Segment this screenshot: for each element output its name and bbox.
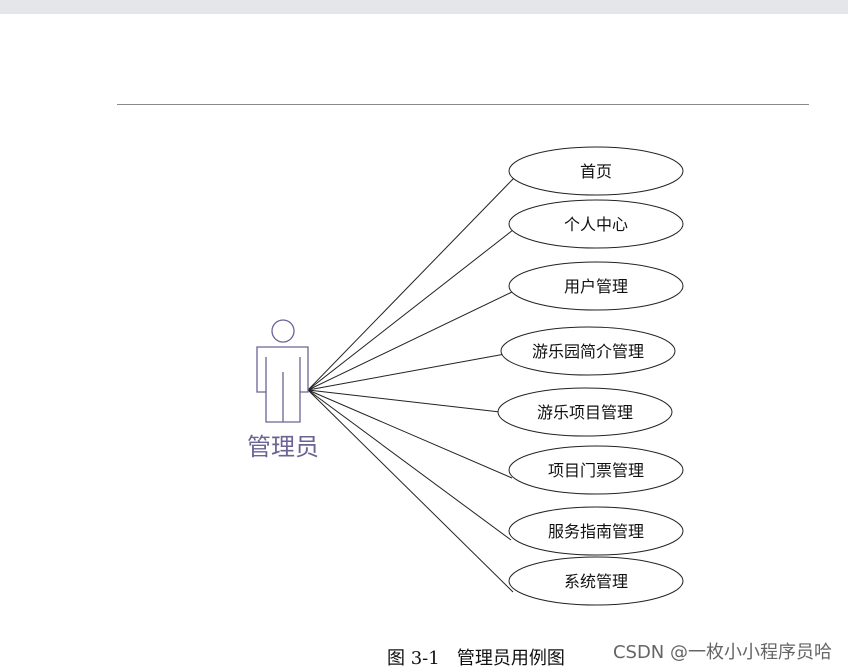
- use-case-service-guide-management: [508, 506, 684, 556]
- csdn-watermark: CSDN @一枚小小程序员哈: [612, 642, 832, 663]
- association-line: [307, 177, 515, 391]
- actor-figure: [256, 319, 309, 423]
- use-case-ticket-management: [508, 445, 684, 495]
- use-case-ellipses: [497, 146, 684, 606]
- association-line: [307, 389, 514, 593]
- association-line: [307, 389, 501, 413]
- use-case-label: 个人中心: [564, 215, 628, 234]
- use-case-label: 用户管理: [564, 277, 628, 296]
- use-case-label: 游乐园简介管理: [532, 342, 644, 361]
- header-rule: [117, 104, 809, 105]
- use-case-label: 游乐项目管理: [537, 403, 633, 422]
- association-line: [307, 353, 506, 391]
- association-line: [307, 291, 513, 391]
- use-case-labels: 首页 个人中心 用户管理 游乐园简介管理 游乐项目管理 项目门票管理 服务指南管…: [532, 162, 644, 591]
- association-line: [307, 389, 512, 541]
- association-lines: [307, 177, 515, 593]
- use-case-park-intro-management: [500, 326, 676, 376]
- use-case-home: [508, 146, 684, 196]
- top-bar: [0, 0, 848, 14]
- use-case-system-management: [508, 556, 684, 606]
- figure-caption: 图 3-1 管理员用例图: [387, 648, 565, 669]
- association-line: [307, 229, 514, 391]
- actor-head: [271, 319, 295, 343]
- use-case-ride-management: [497, 387, 673, 437]
- use-case-label: 项目门票管理: [548, 461, 644, 480]
- actor-label: 管理员: [247, 433, 319, 461]
- use-case-label: 服务指南管理: [548, 522, 644, 541]
- association-line: [307, 389, 513, 479]
- use-case-label: 系统管理: [564, 572, 628, 591]
- use-case-label: 首页: [580, 162, 612, 181]
- use-case-user-management: [508, 261, 684, 311]
- use-case-personal-center: [508, 199, 684, 249]
